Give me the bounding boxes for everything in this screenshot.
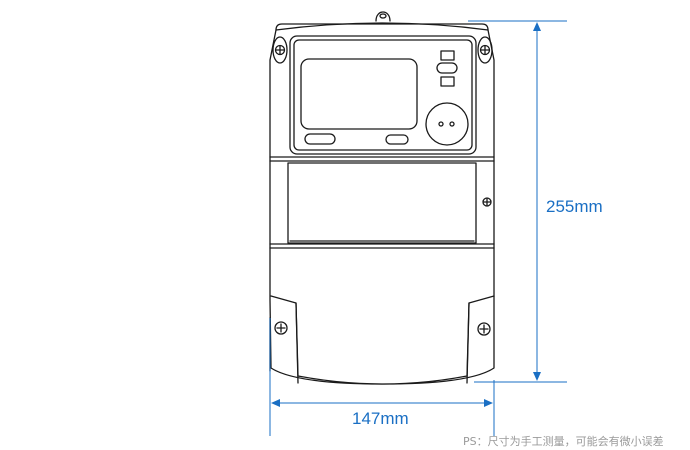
left-button <box>304 133 336 145</box>
width-dimension-label: 147mm <box>352 409 409 428</box>
top-cover-curve <box>275 22 489 31</box>
lcd-display <box>300 58 418 130</box>
height-dimension-line <box>468 20 567 383</box>
right-button <box>385 134 409 145</box>
terminal-cover <box>270 295 495 385</box>
terminal-cover-inner-left <box>295 302 299 384</box>
indicator-light-bottom <box>440 76 455 87</box>
indicator-light-middle <box>436 62 458 74</box>
front-panel-inner <box>293 39 473 151</box>
measurement-note: PS：尺寸为手工测量，可能会有微小误差 <box>463 435 664 448</box>
optical-port <box>425 102 469 146</box>
width-dimension-line <box>269 318 495 436</box>
top-right-screw-icon <box>477 36 493 64</box>
hook-hole <box>379 13 387 19</box>
terminal-cover-inner-right <box>466 302 470 384</box>
indicator-light-top <box>440 50 455 61</box>
nameplate-window <box>287 162 477 244</box>
bottom-left-screw-icon <box>274 321 288 335</box>
height-dimension-label: 255mm <box>546 197 603 216</box>
top-left-screw-icon <box>272 36 288 64</box>
electric-meter-drawing <box>269 11 495 385</box>
bottom-right-screw-icon <box>477 322 491 336</box>
optical-port-dot-left <box>438 121 444 127</box>
optical-port-dot-right <box>449 121 455 127</box>
hanging-hook <box>375 11 391 22</box>
middle-right-screw-icon <box>482 197 492 207</box>
front-panel <box>289 35 477 155</box>
